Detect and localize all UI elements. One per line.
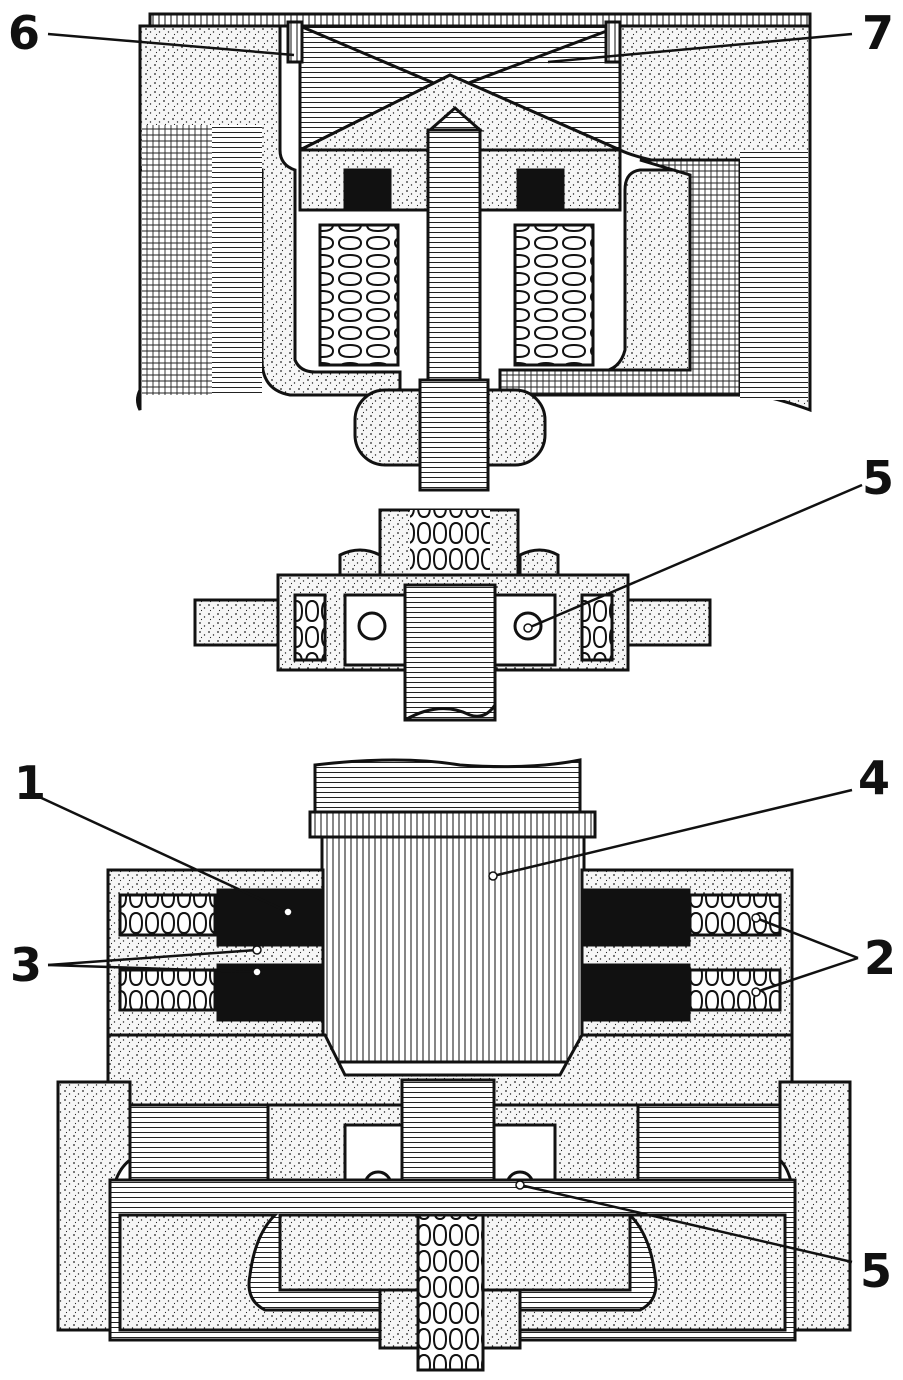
lower-assembly [56, 758, 852, 1372]
brush-right-bottom [582, 963, 691, 1022]
brush-spring-right-top [688, 893, 782, 937]
leader-1 [34, 793, 289, 914]
insert-left [286, 20, 304, 64]
brush-spring-right-bottom [688, 968, 782, 1012]
leader-lines [34, 32, 863, 1264]
callout-1: 1 [14, 756, 47, 810]
gasket-left [343, 168, 392, 212]
spring-stack-right [580, 593, 614, 662]
callout-3: 3 [10, 938, 43, 992]
leader-4 [492, 788, 853, 878]
callout-5-upper: 5 [862, 451, 895, 505]
leader-3a [47, 948, 258, 967]
brush-left-top [216, 888, 325, 947]
lower-case-inner [118, 1213, 787, 1332]
spring-stack-left [293, 593, 327, 662]
drum-top [313, 758, 582, 814]
leader-6 [47, 32, 295, 57]
leader-dots [252, 623, 761, 1190]
leader-5-upper [527, 483, 863, 630]
leader-7 [547, 32, 853, 64]
callout-4: 4 [858, 751, 891, 805]
leader-2a [755, 916, 859, 960]
insert-right [604, 20, 622, 64]
callout-7: 7 [862, 6, 895, 60]
shaft-middle [403, 583, 497, 722]
lower-hatch-right [618, 1103, 782, 1187]
leader-5-lower [519, 1183, 853, 1264]
bellows-right [513, 223, 595, 367]
upper-assembly [136, 12, 812, 492]
leader-3b [47, 963, 258, 974]
lower-screw [416, 1213, 485, 1372]
callout-5-lower: 5 [860, 1244, 893, 1298]
commutator-drum [320, 835, 586, 1064]
gasket-right [516, 168, 565, 212]
hatched-block-right [740, 150, 808, 400]
brush-left-bottom [216, 963, 325, 1022]
grid-block-left [142, 125, 212, 395]
ball-left [357, 611, 387, 641]
spindle-through-nut [418, 378, 490, 492]
brush-spring-left-bottom [118, 968, 217, 1012]
callout-2: 2 [864, 931, 897, 985]
bellows-left [318, 223, 400, 367]
top-plate [148, 12, 812, 28]
callout-6: 6 [8, 6, 41, 60]
drum-flange [308, 810, 597, 839]
middle-bearing [193, 508, 712, 722]
brush-spring-left-top [118, 893, 217, 937]
spindle-tip [426, 106, 484, 132]
shaft-break [404, 704, 497, 722]
leader-2b [755, 956, 859, 994]
lower-hatch-left [128, 1103, 282, 1187]
thread-coupling [410, 510, 490, 585]
brush-right-top [582, 888, 691, 947]
